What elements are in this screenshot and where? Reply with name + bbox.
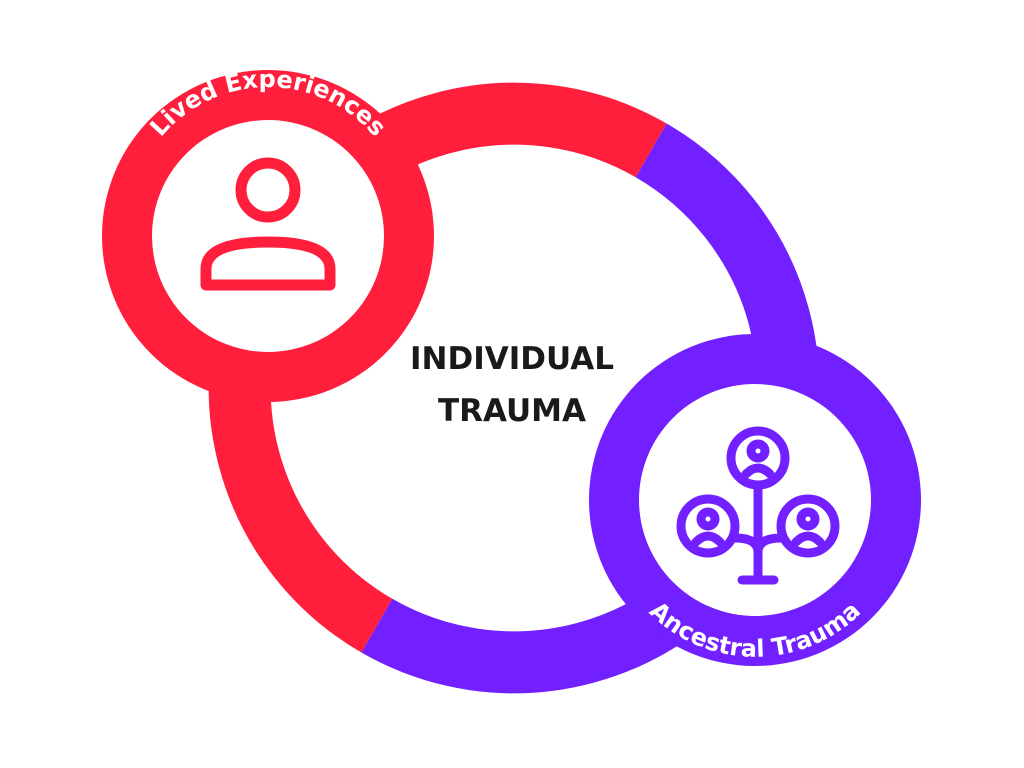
person-icon [200,157,336,291]
family-tree-icon [676,426,840,585]
ancestral-trauma-node: Ancestral Trauma [589,334,921,666]
lived-experiences-node: Lived Experiences [102,65,434,402]
center-title-line1: INDIVIDUAL [410,341,614,377]
center-title-line2: TRAUMA [438,393,586,429]
lived-experiences-inner [152,120,384,352]
